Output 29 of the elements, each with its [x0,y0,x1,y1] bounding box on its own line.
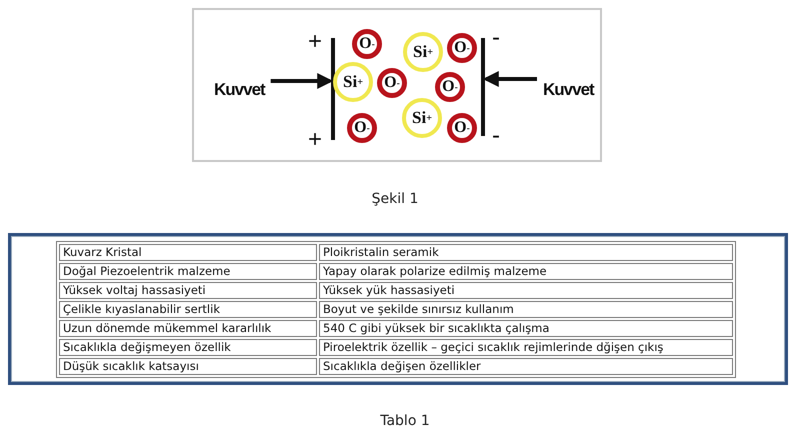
figure-caption: Tablo 1 [380,413,430,429]
figure-caption: Şekil 1 [372,191,418,207]
silicon-ion-circle: Si$^{+}$ [333,62,373,102]
table-cell: Uzun dönemde mükemmel kararlılık [59,320,317,337]
charge-sign: - [492,124,500,148]
table-cell: Boyut ve şekilde sınırsız kullanım [319,301,733,318]
force-label: Kuvvet [543,80,594,100]
table-cell: Kuvarz Kristal [59,244,317,261]
charge-sign: - [492,26,500,50]
electrode-plate [481,38,485,136]
table-cell: Ploikristalin seramik [319,244,733,261]
table-cell: Yapay olarak polarize edilmiş malzeme [319,263,733,280]
table-cell: Çelikle kıyaslanabilir sertlik [59,301,317,318]
table-cell: Yüksek voltaj hassasiyeti [59,282,317,299]
table-cell: Sıcaklıkla değişen özellikler [319,358,733,375]
silicon-ion-circle: Si$^{+}$ [402,98,442,138]
table-cell: Düşük sıcaklık katsayısı [59,358,317,375]
charge-sign: + [308,30,322,54]
force-arrow [482,71,537,87]
table-cell: Yüksek yük hassasiyeti [319,282,733,299]
electrode-plate [331,38,335,140]
charge-sign: + [308,128,322,152]
force-label: Kuvvet [214,80,265,100]
table-cell: Doğal Piezoelentrik malzeme [59,263,317,280]
table-cell: Piroelektrik özellik – geçici sıcaklık rejimlerinde dğişen çıkış [319,339,733,356]
silicon-ion-circle: Si$^{+}$ [403,32,443,72]
table-cell: 540 C gibi yüksek bir sıcaklıkta çalışma [319,320,733,337]
table-cell: Sıcaklıkla değişmeyen özellik [59,339,317,356]
force-arrow [270,73,334,89]
